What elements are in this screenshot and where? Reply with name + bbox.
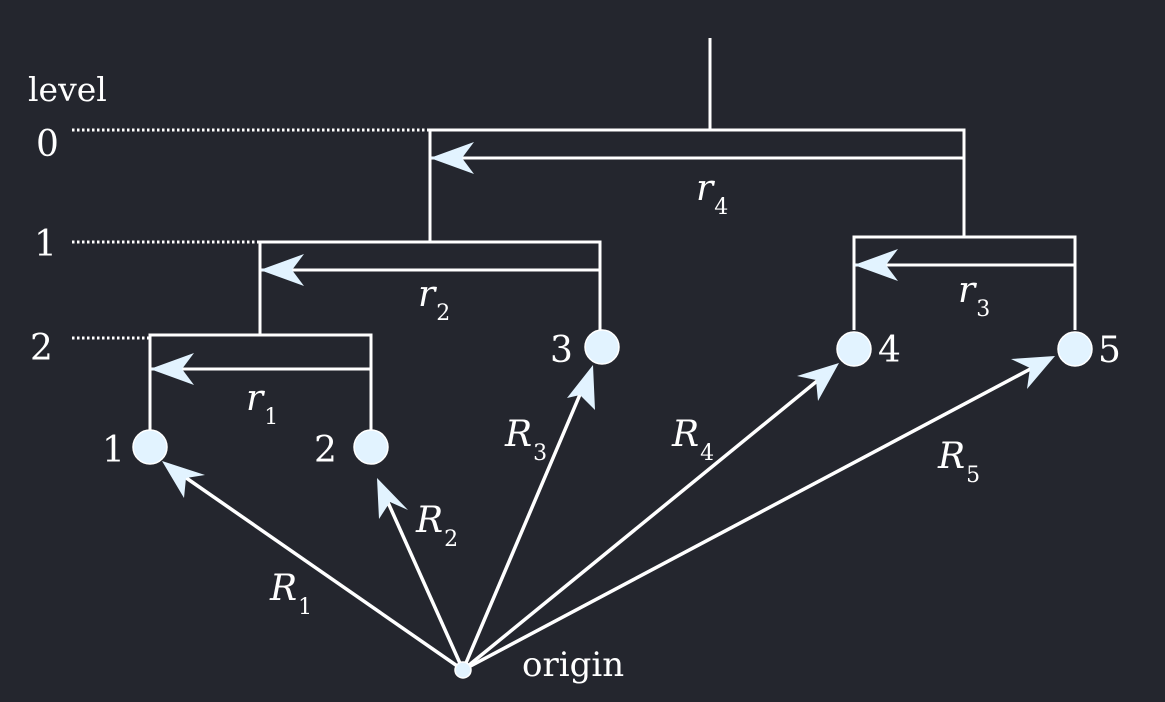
node-3-label: 3 [550,330,573,371]
level-2-label: 2 [30,328,53,369]
node-1-label: 1 [102,430,125,471]
node-2-label: 2 [314,430,337,471]
level-1-label: 1 [34,224,57,265]
r4-label: r4 [696,168,728,220]
R5-vector-line [462,364,1037,672]
level-0-bracket [428,128,966,160]
R1-label: R1 [269,568,312,620]
R5-label: R5 [937,436,980,488]
r3-label: r3 [958,270,990,322]
nodes [132,329,1093,679]
R5-arrowhead [1011,356,1055,389]
origin-label: origin [522,645,624,685]
R4-label: R4 [671,414,714,466]
level-0-block [428,128,966,242]
R1-arrowhead [162,461,205,498]
node-5-label: 5 [1098,330,1121,371]
level-2-bracket [148,333,373,371]
R3-arrowhead [567,365,595,410]
r3-arrowhead [854,249,898,281]
position-vector-labels: R1 R2 R3 R4 R5 [269,414,980,620]
level-2-block [148,333,373,430]
r1-label: r1 [246,378,278,430]
bond-vector-labels: r1 r2 r3 r4 [246,168,990,430]
level-1-left-bracket [258,240,602,272]
R2-label: R2 [415,500,458,552]
node-labels: 1 2 3 4 5 [102,330,1121,471]
node-2 [353,429,389,465]
r4-arrowhead [430,142,474,174]
R4-vector-line [461,375,824,672]
r1-arrowhead [150,353,194,385]
level-guides [72,128,430,340]
origin-point [454,661,472,679]
R2-arrowhead [377,478,408,519]
node-4-label: 4 [878,330,901,371]
node-5 [1057,331,1093,367]
r2-arrowhead [260,254,304,286]
level-0-label: 0 [36,124,59,165]
R3-label: R3 [504,414,547,466]
r2-label: r2 [418,274,450,326]
position-vectors [162,356,1055,672]
level-1-right-block [852,235,1077,330]
R4-arrowhead [797,363,839,401]
node-4 [836,331,872,367]
node-1 [132,429,168,465]
R2-vector-line [384,497,465,671]
R1-vector-line [181,473,464,672]
R3-vector-line [461,384,586,671]
node-3 [584,329,620,365]
level-1-left-block [258,240,602,335]
level-axis: level 0 1 2 [28,70,107,369]
level-1-right-bracket [852,235,1077,267]
level-heading: level [28,70,107,109]
